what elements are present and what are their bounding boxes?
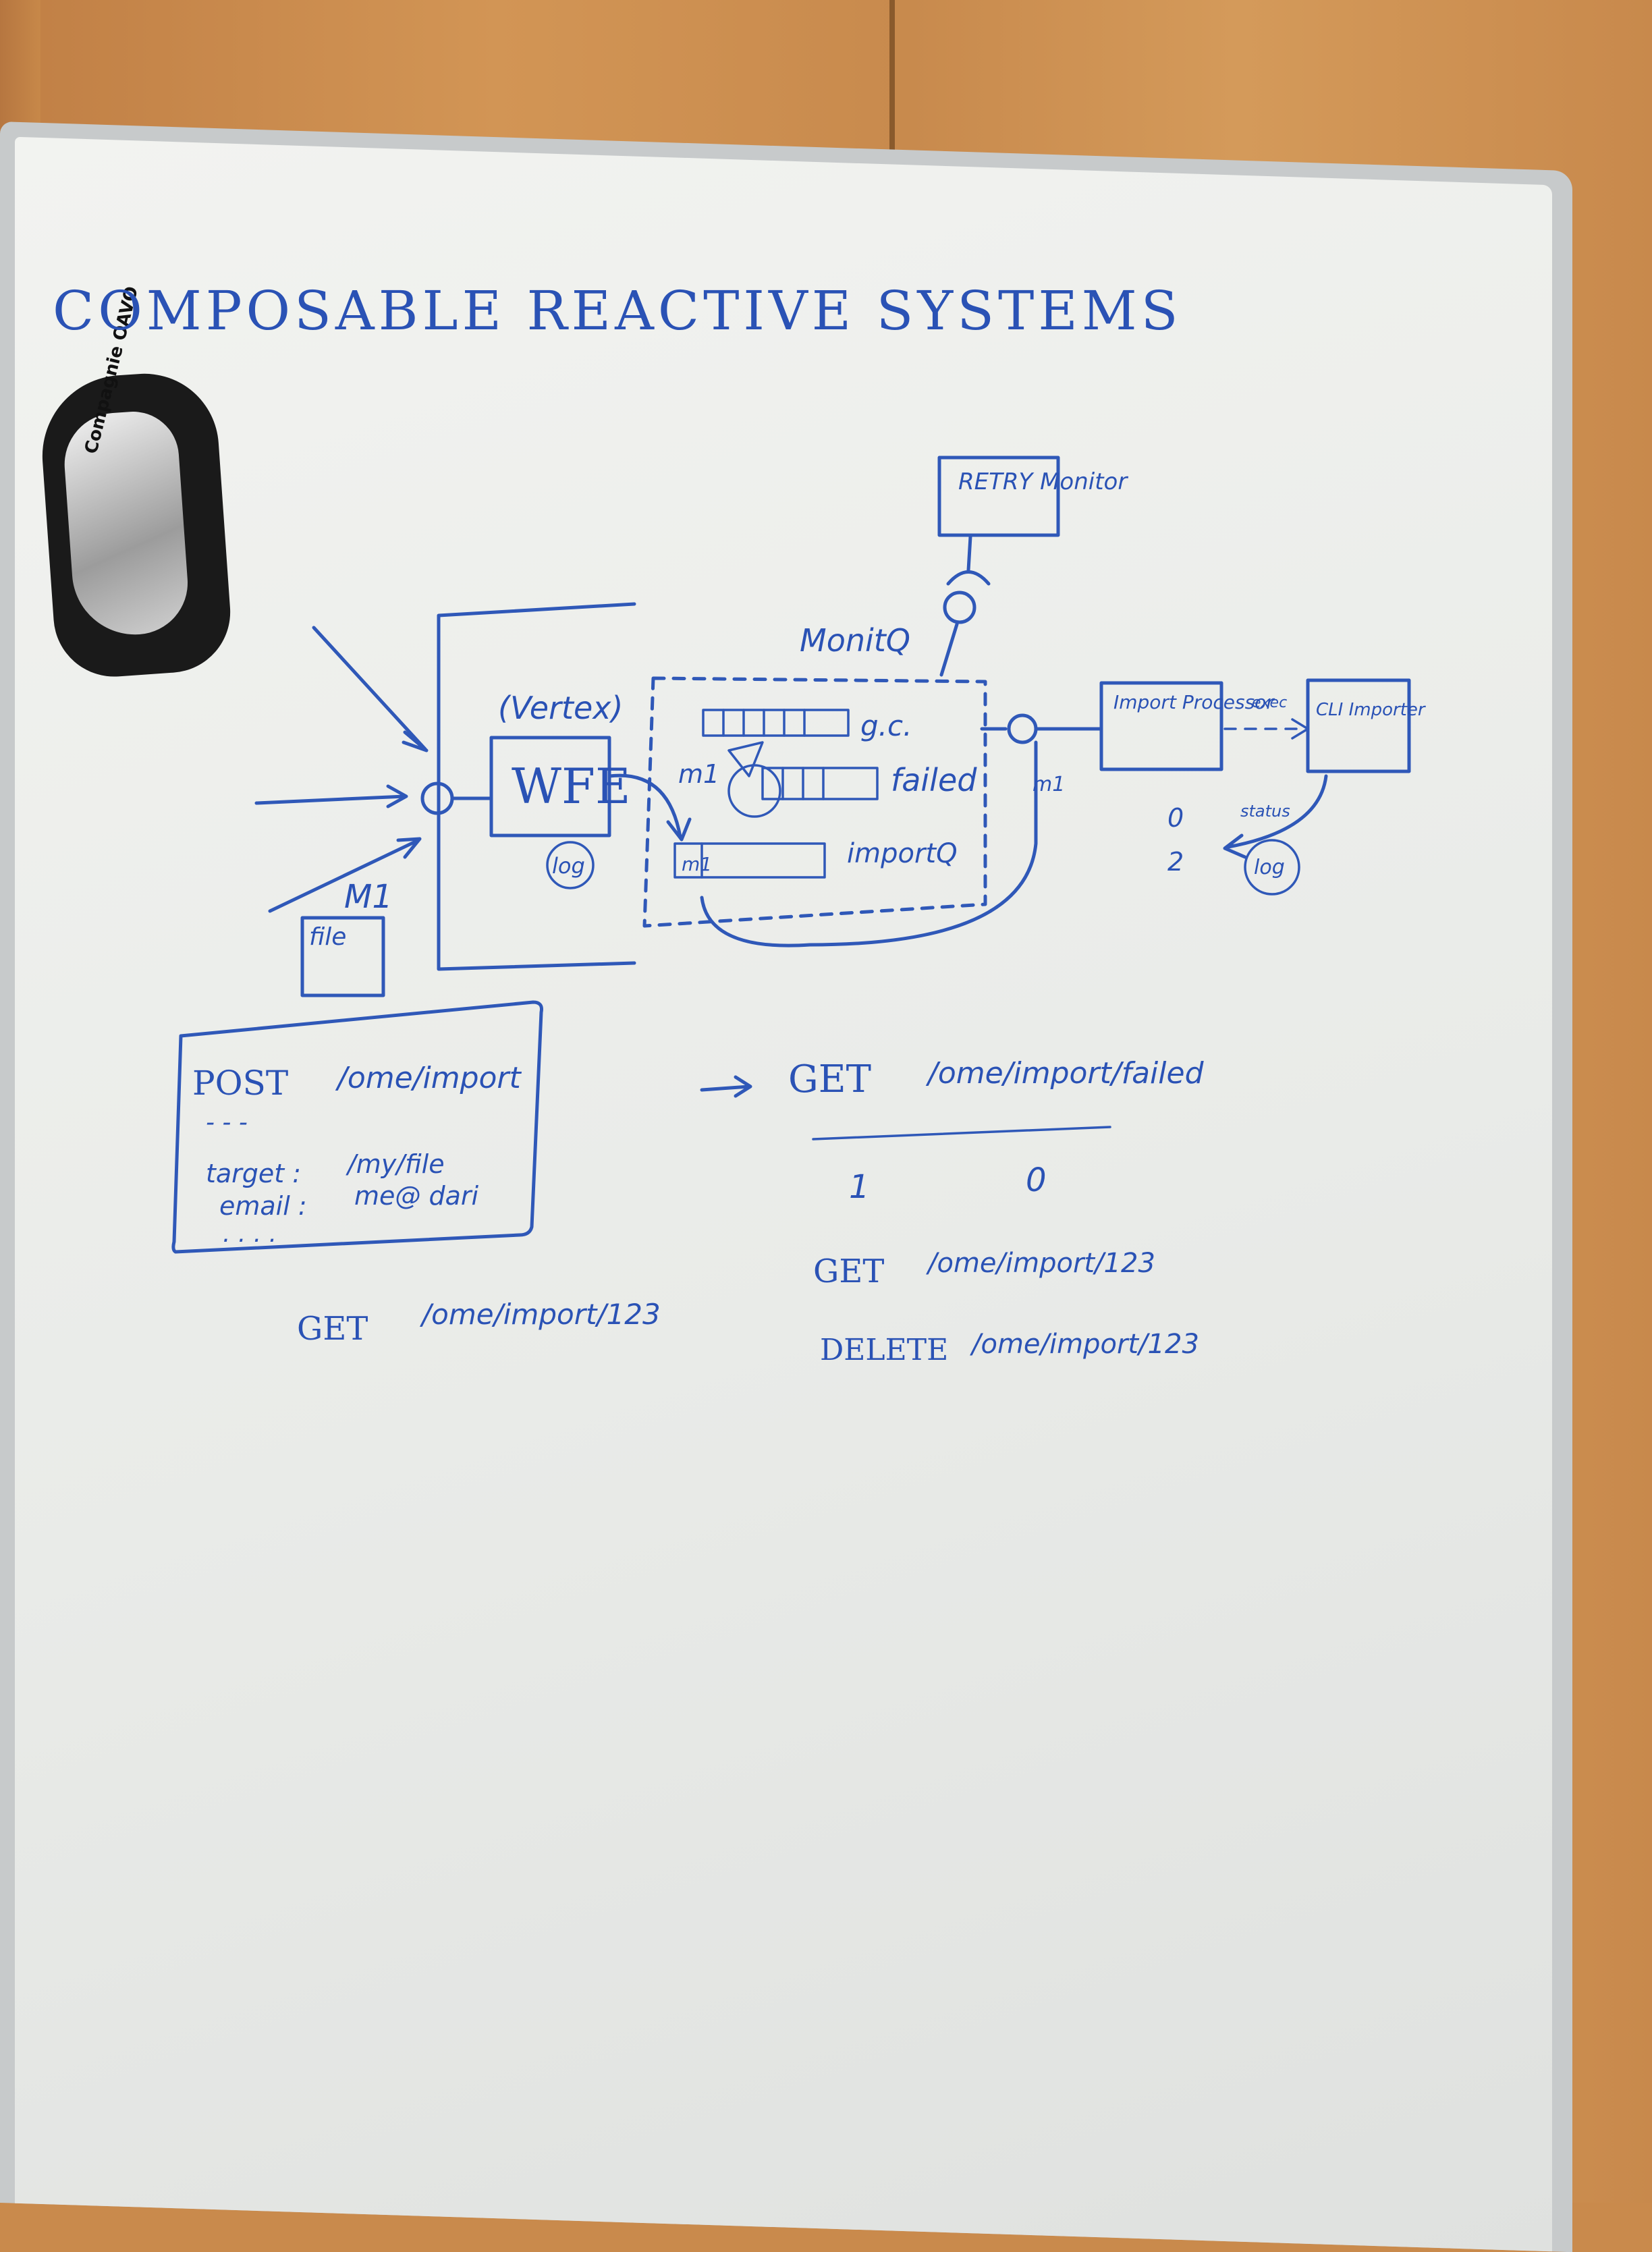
wall-seam	[889, 0, 895, 169]
get-status-path: /ome/import/123	[419, 1298, 661, 1331]
m1-queue-label: m1	[682, 853, 712, 875]
wfe-log-circle	[546, 841, 595, 889]
whiteboard-drawing: COMPOSABLE REACTIVE SYSTEMS (Vertex) WFE…	[53, 279, 1427, 1367]
import-processor-box	[1099, 681, 1223, 771]
post-request-card	[171, 1000, 543, 1254]
m1-label-left: m1	[678, 759, 719, 789]
monitq-label: MonitQ	[800, 622, 910, 659]
delete-import-method: DELETE	[820, 1333, 948, 1367]
cli-importer-label: CLI Importer	[1316, 700, 1427, 720]
wfe-box	[489, 736, 611, 837]
m1-label-right: m1	[1032, 773, 1065, 796]
post-dots: - - -	[206, 1109, 248, 1136]
post-method: POST	[192, 1064, 288, 1103]
wfe-log-label: log	[552, 853, 585, 879]
failed-row-id: 1	[849, 1168, 870, 1206]
wfe-label: WFE	[512, 758, 631, 815]
get-failed-method: GET	[788, 1058, 871, 1101]
retry-loop-arrow	[700, 740, 1038, 948]
retry-port-circle	[943, 591, 976, 624]
retry-monitor-box	[937, 456, 1060, 537]
failed-queue	[727, 741, 879, 818]
status-label: status	[1240, 802, 1290, 821]
delete-import-path: /ome/import/123	[970, 1329, 1199, 1360]
get-import-path: /ome/import/123	[926, 1248, 1155, 1279]
exit-code-top: 0	[1167, 803, 1184, 833]
board-title: COMPOSABLE REACTIVE SYSTEMS	[53, 279, 1182, 342]
file-text: file	[309, 923, 346, 951]
importq-label: importQ	[847, 838, 958, 869]
get-status-method: GET	[297, 1310, 368, 1348]
email-value: me@ dari	[354, 1181, 479, 1211]
target-key: target :	[206, 1159, 301, 1188]
system-boundary-bracket	[437, 602, 636, 971]
post-path: /ome/import	[335, 1061, 522, 1095]
cli-importer-box	[1306, 678, 1411, 773]
input-arrows	[254, 626, 429, 913]
cli-log-label: log	[1254, 856, 1285, 879]
failed-label: failed	[891, 762, 977, 798]
retry-monitor-label: RETRY Monitor	[958, 468, 1128, 495]
import-queue	[673, 842, 826, 879]
target-value: /my/file	[346, 1149, 445, 1179]
failed-row-code: 0	[1026, 1161, 1047, 1199]
failed-list-divider	[812, 1126, 1111, 1141]
gc-queue	[702, 709, 850, 737]
get-failed-path: /ome/import/failed	[925, 1056, 1205, 1091]
file-box	[300, 916, 385, 997]
exit-code-bottom: 2	[1167, 847, 1184, 877]
file-message-label: M1	[344, 878, 393, 916]
wfe-caption: (Vertex)	[498, 690, 623, 726]
post-more-dots: . . . .	[223, 1220, 277, 1248]
get-import-method: GET	[813, 1253, 884, 1290]
import-processor-label: Import Processor	[1113, 691, 1275, 713]
exec-label: exec	[1252, 694, 1287, 711]
gc-label: g.c.	[860, 709, 912, 742]
cli-log-circle	[1244, 839, 1300, 896]
email-key: email :	[219, 1191, 307, 1221]
monitq-container	[642, 676, 987, 928]
processor-port-circle	[1007, 713, 1038, 744]
